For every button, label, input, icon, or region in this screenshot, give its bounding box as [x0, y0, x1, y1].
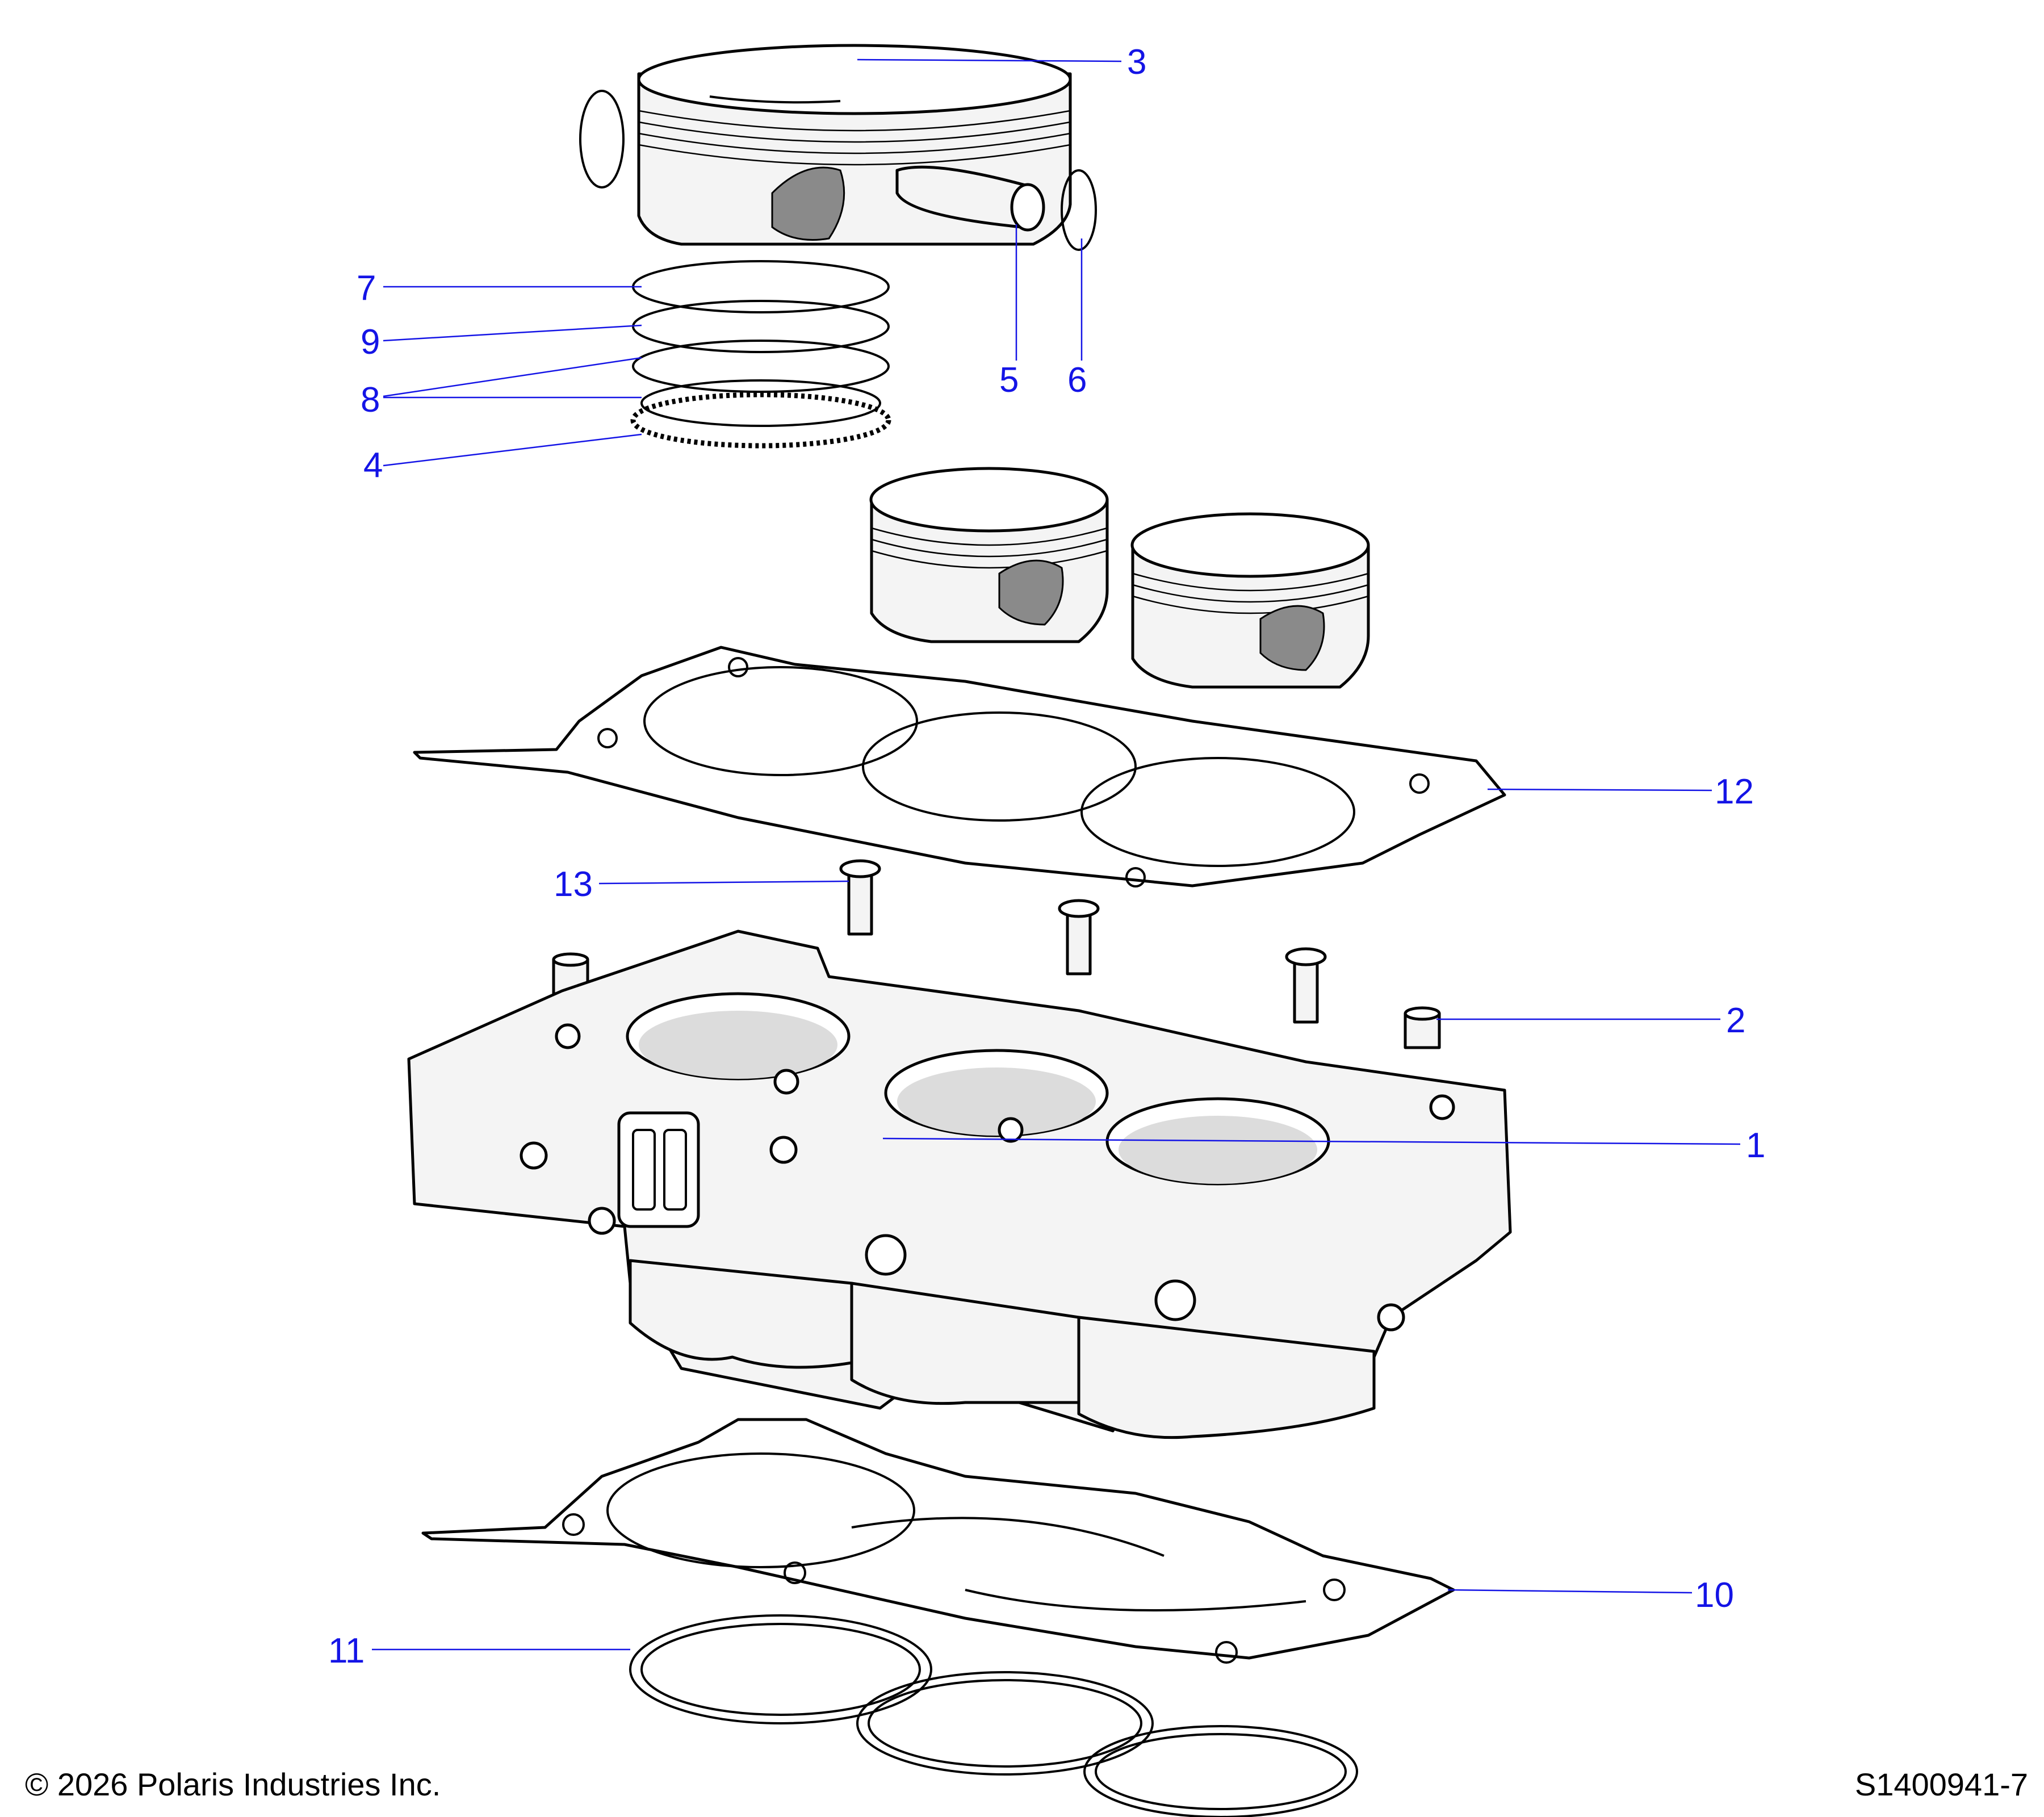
piston-right [1130, 512, 1370, 689]
callout-1: 1 [1746, 1126, 1765, 1165]
callout-13: 13 [554, 865, 593, 904]
callout-10: 10 [1695, 1576, 1734, 1615]
callout-7: 7 [357, 269, 376, 308]
head-gasket [413, 646, 1506, 887]
copyright-notice: © 2026 Polaris Industries Inc. [25, 1766, 441, 1802]
base-gasket [421, 1418, 1455, 1664]
callout-5: 5 [999, 361, 1019, 400]
callout-6: 6 [1067, 361, 1087, 400]
callout-3: 3 [1127, 43, 1146, 82]
bore-seal-gasket [629, 1614, 1358, 1817]
callout-8: 8 [361, 380, 380, 420]
piston-ring-stack [630, 260, 891, 449]
piston-middle [869, 467, 1109, 643]
piston-assembly-top [579, 44, 1097, 251]
callout-9: 9 [361, 323, 380, 362]
callout-4: 4 [363, 446, 383, 485]
callout-11: 11 [328, 1631, 365, 1671]
callout-12: 12 [1715, 772, 1754, 811]
leader-lines [372, 58, 1741, 1651]
cylinder-bolts [839, 859, 1327, 1024]
callout-labels: 1 2 3 4 5 6 7 8 9 10 11 12 13 [328, 43, 1765, 1671]
cylinder-block [407, 930, 1512, 1439]
callout-2: 2 [1726, 1001, 1745, 1040]
figure-id: S1400941-7 [1854, 1766, 2028, 1802]
